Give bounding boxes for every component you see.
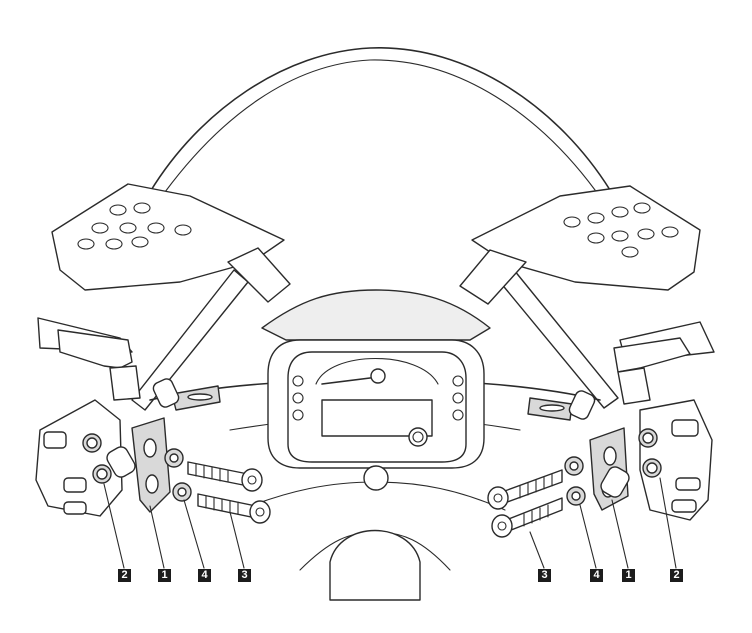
callout-left-1: 1	[158, 569, 171, 582]
left-switch-button-2	[63, 477, 87, 493]
right-stalk-end	[600, 466, 630, 498]
left-mirror-mount	[227, 247, 291, 303]
right-washer-upper	[564, 456, 584, 476]
right-stalk-pivot	[568, 390, 596, 420]
left-washer-upper	[164, 448, 184, 468]
left-stalk-end	[106, 446, 136, 478]
needle-hub	[370, 368, 386, 384]
left-bolt-upper	[187, 461, 263, 492]
leader-left-1	[149, 505, 165, 569]
left-spacer-lower	[92, 464, 112, 484]
left-slot	[187, 393, 213, 401]
right-grip-clamp	[613, 337, 691, 373]
callout-left-3: 3	[238, 569, 251, 582]
right-indicator-lights	[452, 375, 464, 421]
right-washer-lower	[566, 486, 586, 506]
leader-left-2	[103, 483, 125, 569]
left-spacer-upper	[82, 433, 102, 453]
left-switch-housing	[35, 399, 123, 517]
left-plate-hole-2	[145, 474, 159, 494]
right-reservoir	[617, 367, 651, 405]
instrument-knob	[408, 427, 428, 447]
callout-right-3: 3	[538, 569, 551, 582]
leader-right-1	[611, 499, 629, 569]
windscreen	[149, 47, 611, 193]
callout-left-4: 4	[198, 569, 211, 582]
left-indicator-lights	[292, 375, 304, 421]
callout-right-2: 2	[670, 569, 683, 582]
left-plate-hole-1	[143, 438, 157, 458]
leader-left-3	[229, 511, 245, 569]
left-reservoir	[109, 365, 141, 401]
instrument-cowl	[261, 289, 491, 341]
right-mounting-plate	[589, 427, 629, 511]
steering-head	[329, 529, 421, 601]
right-bolt-upper	[487, 469, 563, 510]
right-mirror	[471, 185, 701, 291]
left-washer-lower	[172, 482, 192, 502]
right-switch-button-3	[671, 499, 697, 513]
right-spacer-upper	[638, 428, 658, 448]
leader-right-3	[529, 531, 545, 569]
right-spacer-lower	[642, 458, 662, 478]
right-mirror-mount	[459, 249, 527, 305]
leader-lines	[103, 477, 677, 569]
right-slot	[539, 404, 565, 412]
left-mirror-holes	[77, 202, 192, 250]
leader-right-4	[579, 504, 597, 569]
left-switch-button-3	[63, 501, 87, 515]
tachometer-arc	[315, 358, 439, 385]
left-mounting-plate	[131, 417, 171, 513]
right-switch-button-1	[671, 419, 699, 437]
tachometer-needle	[321, 376, 379, 385]
left-stalk-pivot	[152, 378, 180, 408]
leader-left-4	[183, 499, 205, 569]
left-switch-button-1	[43, 431, 67, 449]
ignition-switch	[363, 465, 389, 491]
windscreen-inner-edge	[164, 59, 596, 193]
leader-right-2	[659, 477, 677, 569]
left-grip-clamp	[57, 329, 133, 369]
right-mirror-holes	[563, 202, 679, 258]
callout-left-2: 2	[118, 569, 131, 582]
left-mirror-stalk	[131, 269, 249, 411]
right-bolt-lower	[491, 497, 563, 538]
right-plate-hole-1	[603, 446, 617, 466]
left-bolt-lower	[197, 493, 271, 524]
callout-right-1: 1	[622, 569, 635, 582]
callout-right-4: 4	[590, 569, 603, 582]
right-switch-button-2	[675, 477, 701, 491]
